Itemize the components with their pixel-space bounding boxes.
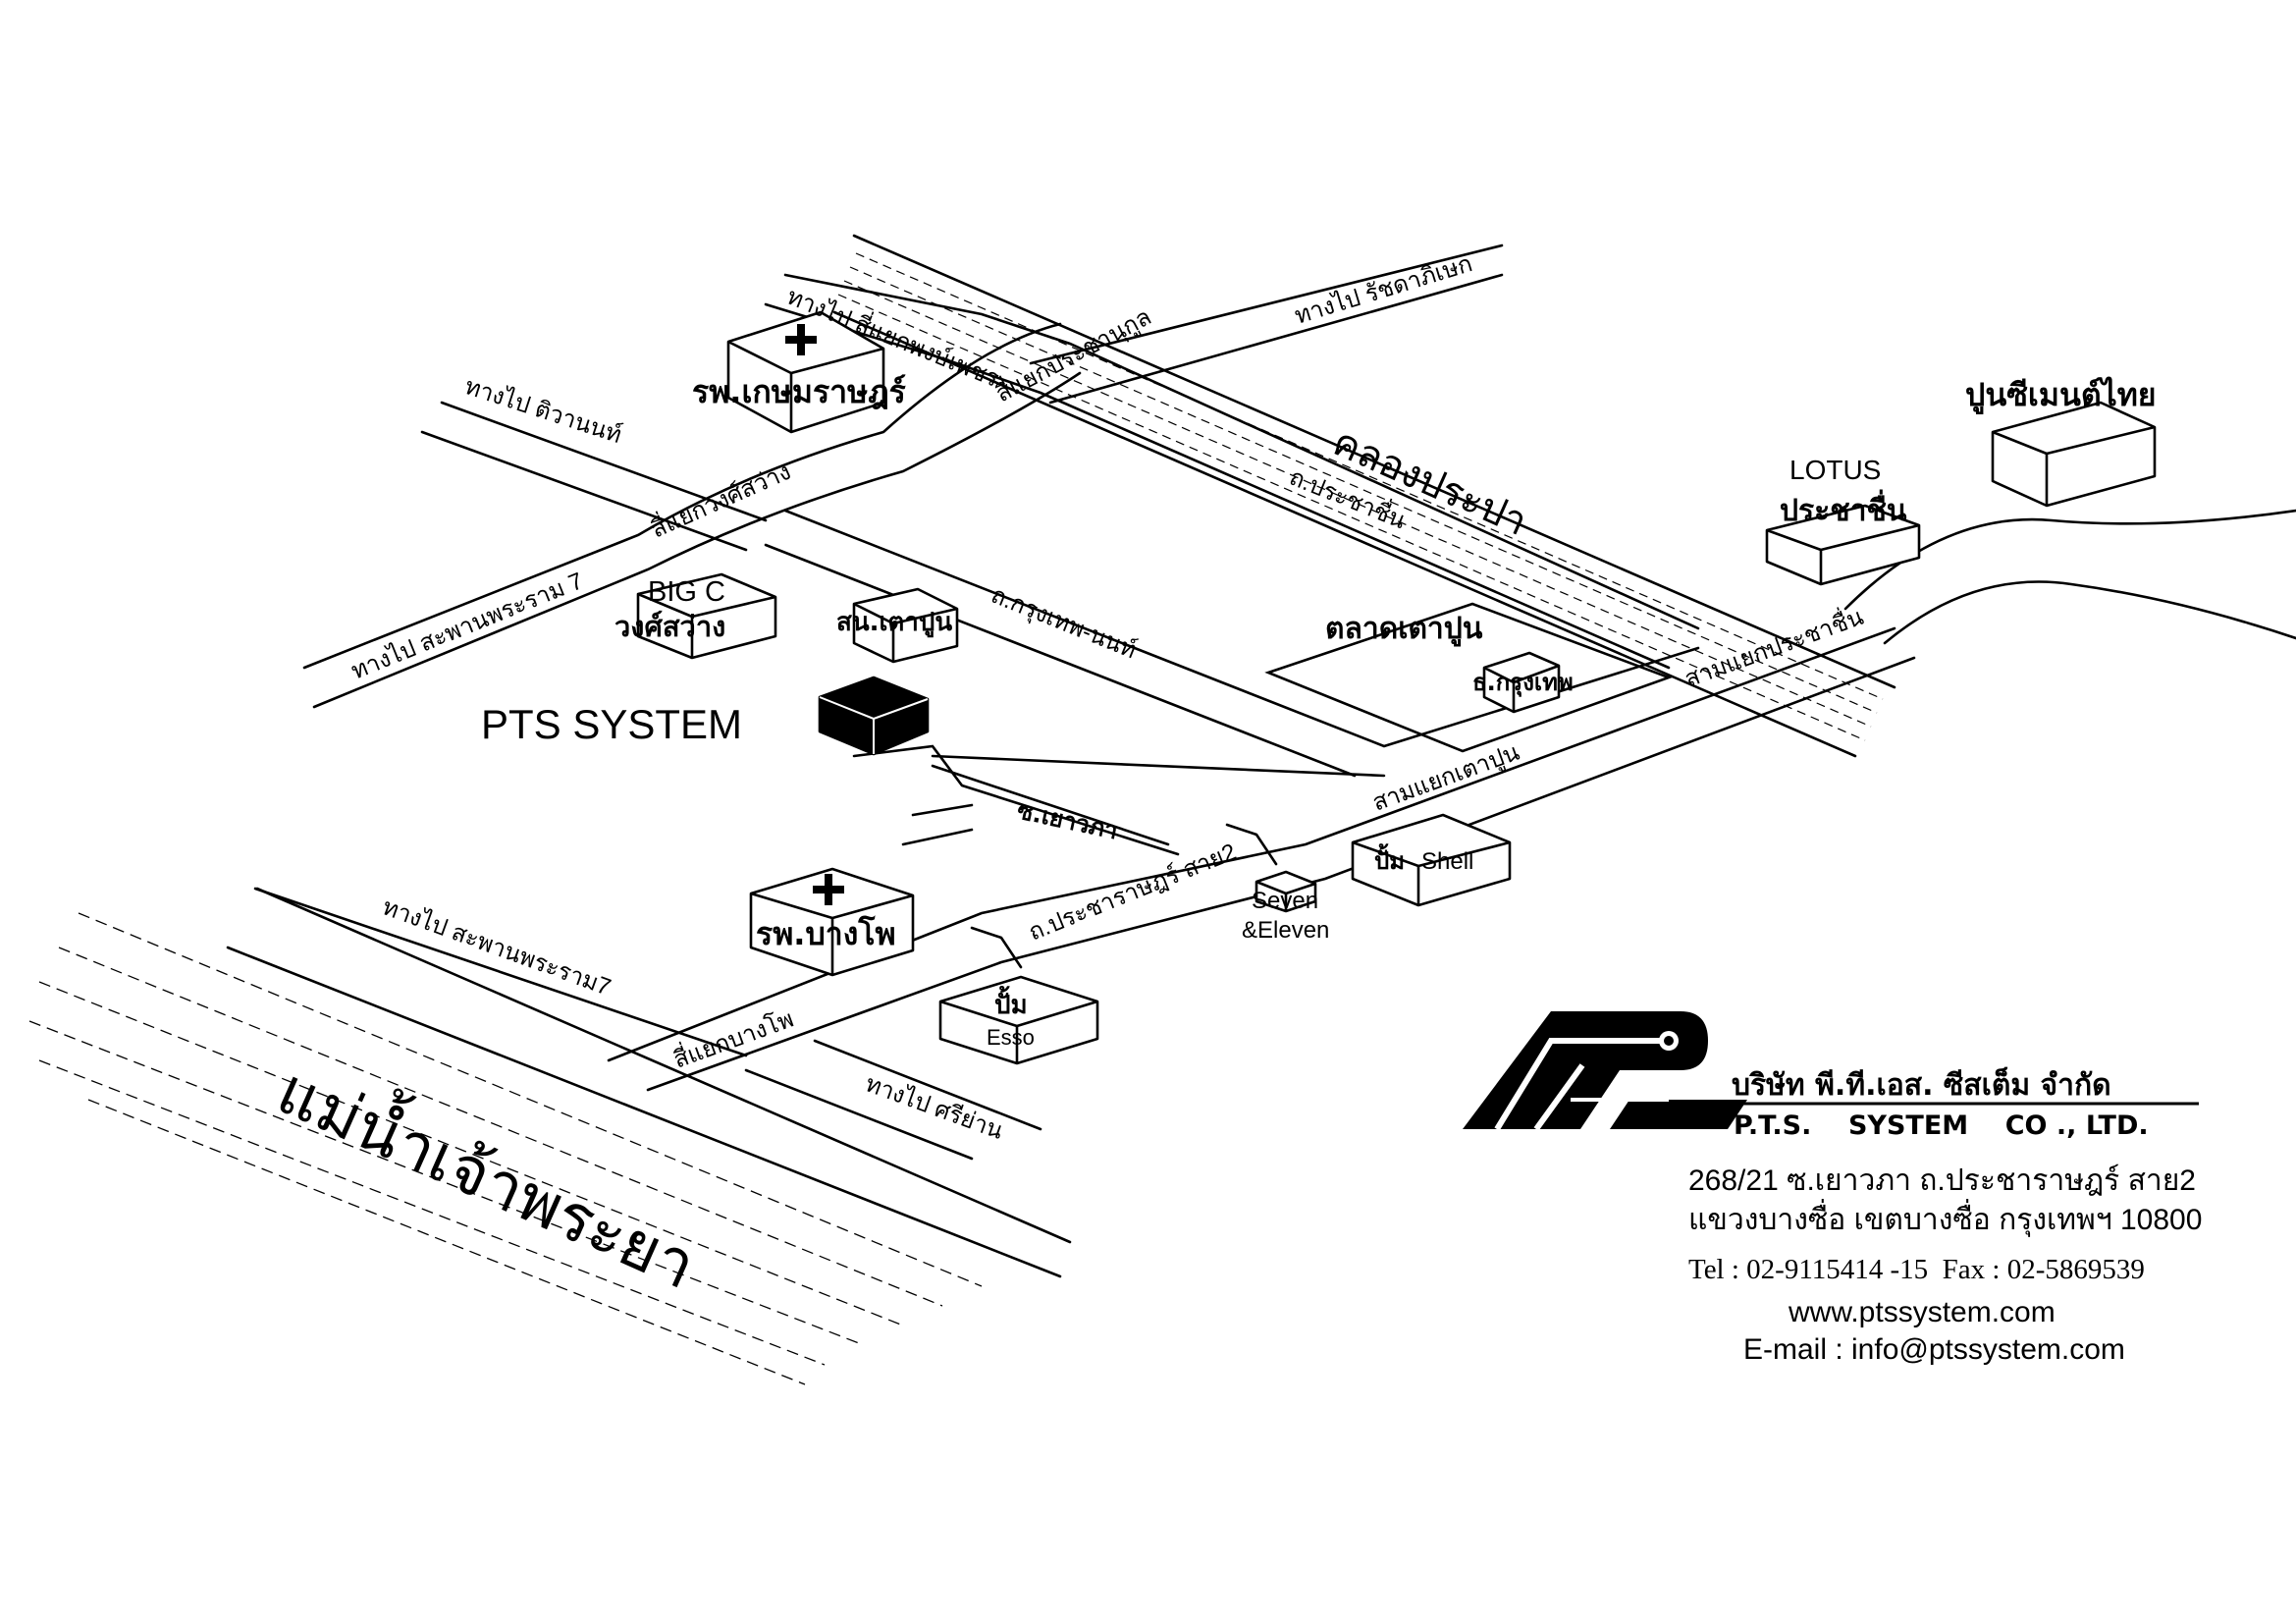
road-network [253, 244, 1916, 1161]
map-labels: ทางไป สี่แยกพงษ์เพชร ทางไป รัชดาภิเษก ทา… [267, 249, 1867, 1302]
hospital-cross-icon [813, 874, 844, 905]
landmark-lotus-line1: LOTUS [1789, 455, 1881, 485]
label-canal: คลองประปา [1326, 420, 1533, 544]
company-address-line2: แขวงบางซื่อ เขตบางซื่อ กรุงเทพฯ 10800 [1688, 1199, 2202, 1238]
pts-logo [1463, 1011, 2199, 1131]
landmark-bigc-line1: BIG C [648, 576, 725, 608]
landmark-school: สน.เตาปูน [836, 608, 952, 638]
school-building [852, 587, 959, 664]
label-to-rama7-top: ทางไป สะพานพระราม 7 [347, 567, 587, 684]
label-river: แม่น้ำเจ้าพระยา [267, 1045, 710, 1302]
shell-station-building [1351, 813, 1512, 907]
company-email[interactable]: E-mail : info@ptssystem.com [1743, 1333, 2125, 1366]
cement-building [1991, 401, 2157, 508]
company-info: บริษัท พี.ที.เอส. ซีสเต็ม จำกัด P.T.S. S… [1688, 1066, 2202, 1366]
label-soi-yaowapha: ซ.เยาวภา [1015, 796, 1120, 844]
company-name-th: บริษัท พี.ที.เอส. ซีสเต็ม จำกัด [1732, 1066, 2111, 1103]
company-address-line1: 268/21 ซ.เยาวภา ถ.ประชาราษฎร์ สาย2 [1688, 1164, 2196, 1197]
bank-building [1482, 651, 1561, 714]
lotus-building [1765, 504, 1921, 586]
company-name-en: P.T.S. SYSTEM CO ., LTD. [1734, 1110, 2149, 1141]
hospital-cross-icon [785, 324, 817, 355]
seven-eleven-building [1255, 870, 1317, 913]
landmark-pts: PTS SYSTEM [481, 701, 742, 747]
label-junction-wong-sawang: สี่แยกวงศ์สว่าง [646, 455, 795, 543]
landmark-cement: ปูนซีเมนต์ไทย [1965, 376, 2157, 415]
landmark-esso-line1: ปั้ม [994, 985, 1028, 1020]
bangpho-hospital-building [749, 867, 915, 977]
landmark-esso-line2: Esso [987, 1025, 1035, 1050]
landmark-market: ตลาดเตาปูน [1325, 612, 1483, 647]
company-phone: Tel : 02-9115414 -15 Fax : 02-5869539 [1688, 1254, 2145, 1285]
label-junction-tao-pun: สามแยกเตาปูน [1369, 739, 1523, 818]
label-to-tiwanon: ทางไป ติวานนท์ [461, 372, 625, 449]
landmark-bangpho-hospital: รพ.บางโพ [756, 915, 896, 952]
canal-prapa [832, 234, 1896, 758]
landmark-seven-line1: Seven [1252, 888, 1318, 914]
landmark-lotus-line2: ประชาชื่น [1780, 489, 1907, 528]
bigc-building [636, 572, 777, 660]
chao-phraya-river [28, 887, 1072, 1385]
landmark-bigc-line2: วงศ์สว่าง [614, 610, 725, 643]
landmark-shell-line1: ปั้ม [1374, 842, 1405, 875]
label-junction-bang-pho: สี่แยกบางโพ [668, 1002, 797, 1074]
landmark-labels: รพ.เกษมราษฎร์ BIG C วงศ์สว่าง สน.เตาปูน … [481, 373, 2157, 1050]
landmark-shell-line2: Shell [1421, 848, 1473, 875]
label-junction-prachachuen: สามแยกประชาชื่น [1680, 600, 1867, 693]
kasemrad-hospital-building [726, 310, 885, 434]
company-website[interactable]: www.ptssystem.com [1788, 1296, 2056, 1328]
label-road-pracharat-sai2: ถ.ประชาราษฎร์ สาย2 [1025, 838, 1240, 946]
pts-system-building [818, 676, 930, 756]
landmark-kasemrad: รพ.เกษมราษฎร์ [692, 373, 906, 410]
label-junction-prachanukul: สี่แยกประชานุกูล [989, 300, 1156, 408]
landmark-seven-line2: &Eleven [1242, 917, 1329, 944]
label-road-krungthep-nonthaburi: ถ.กรุงเทพ-นนท์ [987, 581, 1140, 666]
label-to-rama7-bottom: ทางไป สะพานพระราม7 [379, 893, 614, 1001]
esso-station-building [938, 975, 1099, 1065]
landmark-bank: ธ.กรุงเทพ [1472, 669, 1574, 698]
